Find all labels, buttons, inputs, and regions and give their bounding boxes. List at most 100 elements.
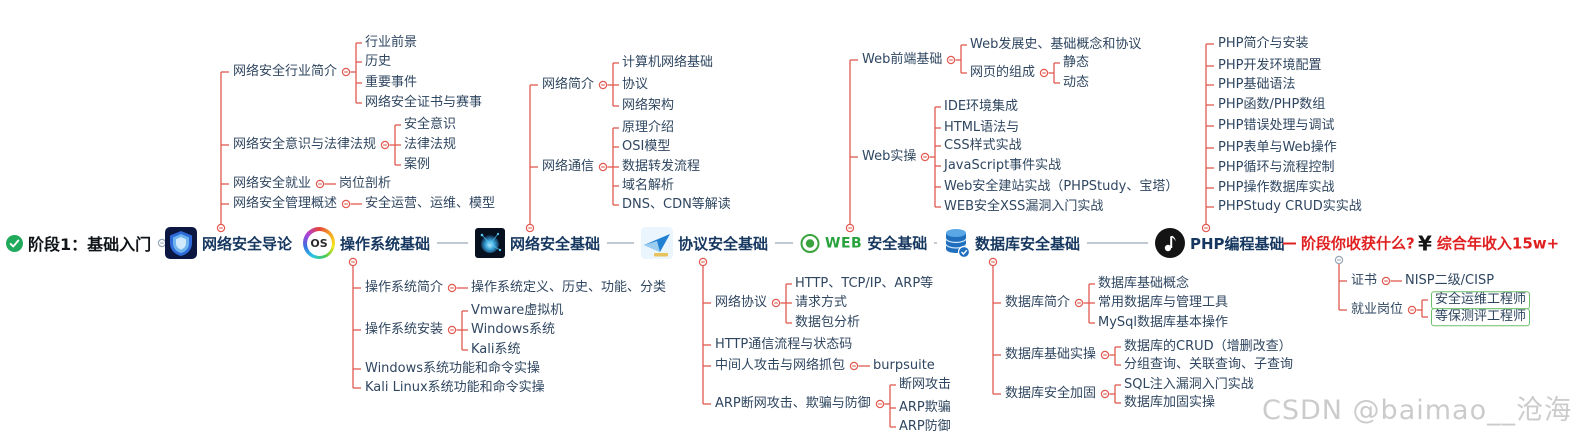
topic-label[interactable]: 计算机网络基础: [622, 55, 714, 71]
collapse-toggle-icon[interactable]: [1334, 255, 1344, 265]
topic-label[interactable]: Web发展史、基础概念和协议: [970, 37, 1142, 53]
topic-label[interactable]: Web安全建站实战（PHPStudy、宝塔）: [944, 179, 1179, 195]
stage-root-node[interactable]: 阶段1：基础入门: [6, 231, 151, 255]
topic-label[interactable]: 重要事件: [365, 75, 418, 91]
topic-label[interactable]: 法律法规: [404, 137, 457, 153]
collapse-toggle-icon[interactable]: [698, 257, 708, 267]
topic-label[interactable]: 证书: [1351, 273, 1378, 289]
collapse-toggle-icon[interactable]: [1039, 68, 1049, 78]
topic-label[interactable]: 历史: [365, 54, 392, 70]
collapse-toggle-icon[interactable]: [771, 298, 781, 308]
collapse-toggle-icon[interactable]: [348, 257, 358, 267]
topic-label[interactable]: 安全意识: [404, 117, 457, 133]
collapse-toggle-icon[interactable]: [341, 199, 351, 209]
topic-label[interactable]: 数据库安全加固: [1005, 386, 1097, 402]
main-node-protocol-security-basics[interactable]: 协议安全基础: [641, 227, 768, 259]
topic-label[interactable]: 网络简介: [542, 77, 595, 93]
topic-label[interactable]: 安全运营、运维、模型: [365, 196, 496, 212]
topic-label[interactable]: 网络架构: [622, 98, 675, 114]
main-node-network-security-basics[interactable]: 网络安全基础: [475, 228, 600, 258]
topic-label[interactable]: 数据包分析: [795, 315, 861, 331]
topic-label[interactable]: HTTP通信流程与状态码: [715, 337, 853, 353]
topic-label[interactable]: 就业岗位: [1351, 302, 1404, 318]
topic-label[interactable]: 动态: [1063, 75, 1090, 91]
topic-label[interactable]: 案例: [404, 157, 431, 173]
collapse-toggle-icon[interactable]: [1100, 350, 1110, 360]
collapse-toggle-icon[interactable]: [988, 257, 998, 267]
topic-label[interactable]: PHP表单与Web操作: [1218, 140, 1337, 156]
topic-label[interactable]: MySql数据库基本操作: [1098, 315, 1229, 331]
topic-label[interactable]: 数据库的CRUD（增删改查）: [1124, 339, 1292, 355]
collapse-toggle-icon[interactable]: [1407, 305, 1417, 315]
main-node-database-security-basics[interactable]: 数据库安全基础: [944, 228, 1080, 258]
topic-label[interactable]: SQL注入漏洞入门实战: [1124, 377, 1254, 393]
topic-label[interactable]: HTTP、TCP/IP、ARP等: [795, 276, 934, 292]
topic-label[interactable]: 岗位剖析: [339, 176, 392, 192]
topic-label[interactable]: ARP防御: [899, 419, 951, 435]
topic-label[interactable]: 域名解析: [622, 178, 675, 194]
topic-label[interactable]: 请求方式: [795, 295, 848, 311]
topic-label[interactable]: Web前端基础: [862, 52, 943, 68]
topic-label[interactable]: 操作系统简介: [365, 280, 444, 296]
collapse-toggle-icon[interactable]: [946, 55, 956, 65]
topic-label[interactable]: Windows系统功能和命令实操: [365, 361, 541, 377]
collapse-toggle-icon[interactable]: [920, 152, 930, 162]
topic-label[interactable]: 数据库简介: [1005, 295, 1071, 311]
topic-label[interactable]: 网络安全证书与赛事: [365, 95, 483, 111]
collapse-toggle-icon[interactable]: [845, 223, 855, 233]
collapse-toggle-icon[interactable]: [598, 80, 608, 90]
topic-label[interactable]: 网络协议: [715, 295, 768, 311]
topic-label[interactable]: 网络安全行业简介: [233, 64, 338, 80]
topic-label[interactable]: DNS、CDN等解读: [622, 197, 731, 213]
topic-label[interactable]: 网络通信: [542, 159, 595, 175]
topic-label[interactable]: 数据库加固实操: [1124, 395, 1216, 411]
topic-label[interactable]: 行业前景: [365, 35, 418, 51]
topic-label[interactable]: Kali Linux系统功能和命令实操: [365, 380, 545, 396]
topic-label[interactable]: CSS样式实战: [944, 138, 1022, 154]
collapse-toggle-icon[interactable]: [1074, 298, 1084, 308]
topic-label[interactable]: WEB安全XSS漏洞入门实战: [944, 199, 1104, 215]
topic-label[interactable]: ARP欺骗: [899, 400, 951, 416]
topic-label[interactable]: NISP二级/CISP: [1405, 273, 1495, 289]
collapse-toggle-icon[interactable]: [875, 399, 885, 409]
topic-label[interactable]: PHP操作数据库实战: [1218, 180, 1335, 196]
topic-label[interactable]: 中间人攻击与网络抓包: [715, 358, 846, 374]
collapse-toggle-icon[interactable]: [598, 162, 608, 172]
topic-label[interactable]: Vmware虚拟机: [471, 303, 564, 319]
topic-label[interactable]: burpsuite: [873, 358, 935, 374]
job-badge[interactable]: 等保测评工程师: [1431, 308, 1531, 326]
job-badge[interactable]: 安全运维工程师: [1431, 291, 1531, 309]
main-node-stage-gains[interactable]: 阶段你收获什么?: [1283, 233, 1415, 254]
collapse-toggle-icon[interactable]: [447, 325, 457, 335]
topic-label[interactable]: 数据库基础实操: [1005, 347, 1097, 363]
topic-label[interactable]: 断网攻击: [899, 377, 952, 393]
topic-label[interactable]: 网络安全就业: [233, 176, 312, 192]
collapse-toggle-icon[interactable]: [315, 179, 325, 189]
topic-label[interactable]: 网页的组成: [970, 65, 1036, 81]
topic-label[interactable]: 操作系统定义、历史、功能、分类: [471, 280, 667, 296]
topic-label[interactable]: OSI模型: [622, 139, 671, 155]
collapse-toggle-icon[interactable]: [1100, 389, 1110, 399]
topic-label[interactable]: ARP断网攻击、欺骗与防御: [715, 396, 871, 412]
collapse-toggle-icon[interactable]: [341, 67, 351, 77]
topic-label[interactable]: 数据库基础概念: [1098, 276, 1190, 292]
main-node-cyber-intro[interactable]: 网络安全导论: [165, 227, 292, 259]
topic-label[interactable]: Windows系统: [471, 322, 556, 338]
topic-label[interactable]: 操作系统安装: [365, 322, 444, 338]
topic-label[interactable]: HTML语法与: [944, 120, 1020, 136]
topic-label[interactable]: PHP基础语法: [1218, 77, 1296, 93]
topic-label[interactable]: PHPStudy CRUD实实战: [1218, 199, 1362, 215]
topic-label[interactable]: 常用数据库与管理工具: [1098, 295, 1229, 311]
collapse-toggle-icon[interactable]: [849, 361, 859, 371]
topic-label[interactable]: 协议: [622, 77, 649, 93]
collapse-toggle-icon[interactable]: [1381, 276, 1391, 286]
collapse-toggle-icon[interactable]: [447, 283, 457, 293]
topic-label[interactable]: Kali系统: [471, 342, 521, 358]
main-node-php-programming-basics[interactable]: PHP编程基础: [1155, 228, 1285, 258]
collapse-toggle-icon[interactable]: [380, 140, 390, 150]
topic-label[interactable]: 静态: [1063, 55, 1090, 71]
topic-label[interactable]: 原理介绍: [622, 120, 675, 136]
topic-label[interactable]: 网络安全意识与法律法规: [233, 137, 377, 153]
